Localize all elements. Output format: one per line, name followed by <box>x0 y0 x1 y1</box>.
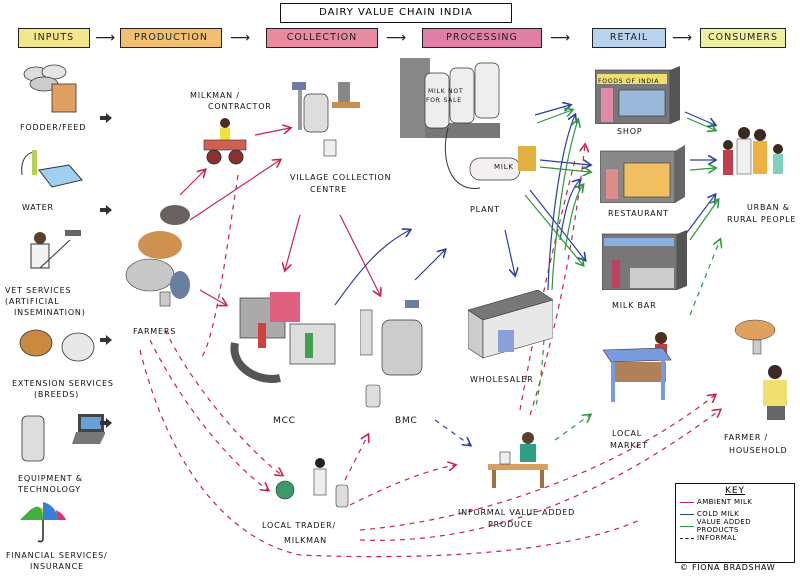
silo-label-line1: MILK NOT <box>428 88 464 95</box>
stage-retail: RETAIL <box>592 28 666 48</box>
input-sublabel: (BREEDS) <box>34 390 80 399</box>
restaurant-illustration <box>599 145 685 207</box>
key-item-value-added: VALUE ADDED PRODUCTS <box>680 518 794 534</box>
legend-key: KEY AMBIENT MILK COLD MILK VALUE ADDED P… <box>675 483 795 563</box>
farmer-household-illustration <box>725 310 795 429</box>
input-sublabel: INSEMINATION) <box>14 308 86 317</box>
stage-consumers: CONSUMERS <box>700 28 786 48</box>
copyright: © FIONA BRADSHAW <box>680 563 776 572</box>
tanker-label: MILK <box>494 163 514 171</box>
input-label: FINANCIAL SERVICES/ <box>6 551 108 560</box>
key-item-cold: COLD MILK <box>680 508 794 520</box>
bmc-illustration <box>359 300 430 414</box>
motorbike-milkman-illustration <box>200 115 250 174</box>
umbrella-icon <box>18 500 68 549</box>
stage-processing: PROCESSING <box>422 28 542 48</box>
arrow-milkman-village <box>254 128 290 136</box>
stage-arrow-icon: ⟶ <box>550 30 571 46</box>
node-wholesaler: WHOLESALER <box>470 375 534 384</box>
node-urban-rural-line2: RURAL PEOPLE <box>727 215 797 224</box>
input-label: FODDER/FEED <box>20 123 87 132</box>
informal-ambient-arrows <box>139 145 720 558</box>
fodder-bags-icon <box>22 62 77 113</box>
mcc-illustration <box>230 288 340 392</box>
node-village-collection-line2: CENTRE <box>310 185 347 194</box>
arrow-village-mcc <box>285 214 301 270</box>
village-collection-illustration <box>290 82 365 166</box>
input-sublabel: (ARTIFICIAL <box>5 297 60 306</box>
node-local-trader-line2: MILKMAN <box>284 536 327 545</box>
input-label: EQUIPMENT & <box>18 474 83 483</box>
water-trough-icon <box>14 145 84 194</box>
input-arrow-icon <box>100 413 112 428</box>
node-local-market-line1: LOCAL <box>612 429 642 438</box>
node-farmers: FARMERS <box>133 327 177 336</box>
stage-arrow-icon: ⟶ <box>230 30 251 46</box>
input-sublabel: INSURANCE <box>30 562 84 571</box>
input-arrow-icon <box>100 200 112 215</box>
wholesaler-illustration <box>467 289 554 364</box>
input-arrow-icon <box>100 330 112 345</box>
node-bmc: BMC <box>395 416 418 426</box>
stage-arrow-icon: ⟶ <box>95 30 116 46</box>
input-label: EXTENSION SERVICES <box>12 379 114 388</box>
plant-illustration <box>400 58 540 202</box>
milk-can-laptop-icon <box>20 408 106 467</box>
node-milkman-contractor-line1: MILKMAN / <box>190 91 240 100</box>
arrow-village-bmc <box>339 214 380 295</box>
key-item-informal: INFORMAL <box>680 532 794 544</box>
urban-rural-people-illustration <box>720 125 790 194</box>
node-local-market-line2: MARKET <box>610 441 648 450</box>
arrow-farmers-milkman <box>179 170 205 196</box>
stage-collection: COLLECTION <box>266 28 378 48</box>
ambient-milk-arrows <box>179 128 380 305</box>
silo-label-line2: FOR SALE <box>426 97 462 104</box>
key-item-ambient: AMBIENT MILK <box>680 496 794 508</box>
cattle-breeds-icon <box>14 325 104 374</box>
stage-arrow-icon: ⟶ <box>672 30 693 46</box>
node-urban-rural-line1: URBAN & <box>747 203 790 212</box>
shop-illustration <box>594 66 680 128</box>
ambient-line-swatch <box>680 501 694 503</box>
stage-production: PRODUCTION <box>120 28 222 48</box>
arrow-farmers-mcc <box>199 289 226 305</box>
input-label: VET SERVICES <box>5 286 72 295</box>
diagram-title: DAIRY VALUE CHAIN INDIA <box>280 3 512 23</box>
shop-sign: FOODS OF INDIA <box>598 78 660 85</box>
informal-line-swatch <box>680 537 694 539</box>
local-market-illustration <box>602 330 673 414</box>
node-farmer-household-line2: HOUSEHOLD <box>729 446 788 455</box>
milk-bar-illustration <box>601 230 687 294</box>
stage-arrow-icon: ⟶ <box>386 30 407 46</box>
informal-produce-illustration <box>488 430 553 494</box>
input-label: WATER <box>22 203 54 212</box>
node-shop: SHOP <box>617 127 643 136</box>
stage-inputs: INPUTS <box>18 28 90 48</box>
node-mcc: MCC <box>273 416 296 426</box>
value-added-line-swatch <box>680 525 694 527</box>
node-milkman-contractor-line2: CONTRACTOR <box>208 102 272 111</box>
node-local-trader-line1: LOCAL TRADER/ <box>262 521 336 530</box>
value-added-arrows <box>524 110 718 291</box>
vet-icon <box>25 228 85 282</box>
cold-line-swatch <box>680 513 694 515</box>
node-milk-bar: MILK BAR <box>612 301 657 310</box>
node-plant: PLANT <box>470 205 500 214</box>
arrow-farmers-village <box>189 160 280 221</box>
node-farmer-household-line1: FARMER / <box>724 433 769 442</box>
node-village-collection-line1: VILLAGE COLLECTION <box>290 173 392 182</box>
local-trader-illustration <box>270 455 350 514</box>
node-restaurant: RESTAURANT <box>608 209 669 218</box>
key-title: KEY <box>724 486 746 496</box>
node-informal-line2: PRODUCE <box>488 520 533 529</box>
farmers-cows-illustration <box>120 200 200 314</box>
node-informal-line1: INFORMAL VALUE ADDED <box>458 508 576 517</box>
input-sublabel: TECHNOLOGY <box>18 485 81 494</box>
input-arrow-icon <box>100 108 112 123</box>
